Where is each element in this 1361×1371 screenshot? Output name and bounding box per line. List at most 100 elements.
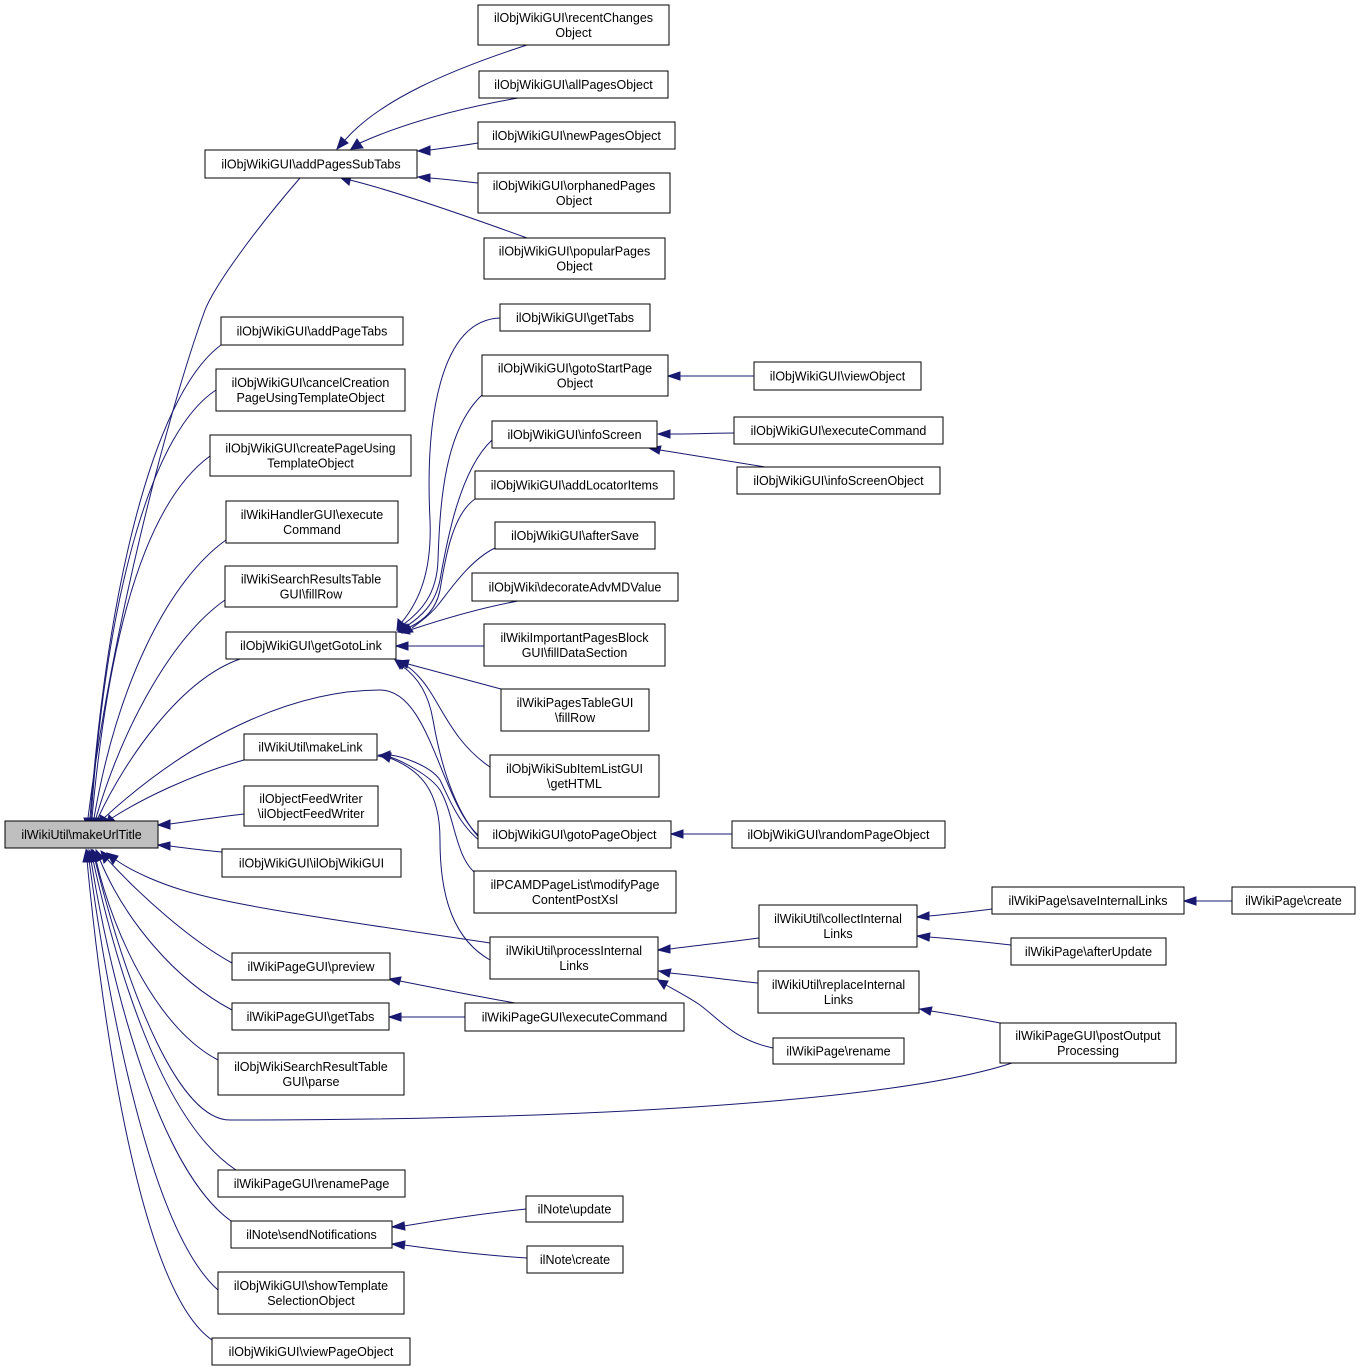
edge-arrowhead	[336, 136, 349, 151]
node-ilobjwikigui-randompageobject[interactable]: ilObjWikiGUI\randomPageObject	[731, 820, 946, 849]
node-label: TemplateObject	[267, 457, 354, 471]
node-label: Object	[556, 260, 593, 274]
node-ilobjwikigui-aftersave[interactable]: ilObjWikiGUI\afterSave	[494, 521, 656, 550]
node-label: ilWikiPageGUI\executeCommand	[482, 1011, 668, 1025]
edge-line	[409, 600, 519, 631]
edge-line	[429, 177, 479, 184]
node-ilobjwikigui-viewpageobject[interactable]: ilObjWikiGUI\viewPageObject	[211, 1337, 411, 1366]
node-ilobjwikigui-gettabs[interactable]: ilObjWikiGUI\getTabs	[499, 303, 651, 332]
node-ilobjwikigui-gotopageobject[interactable]: ilObjWikiGUI\gotoPageObject	[477, 820, 672, 849]
node-ilwikipagegui-preview[interactable]: ilWikiPageGUI\preview	[231, 952, 391, 981]
edge-line	[407, 663, 502, 690]
node-ilwikipage-rename[interactable]: ilWikiPage\rename	[772, 1037, 905, 1065]
node-ilobjwikigui-infoscreenobject[interactable]: ilObjWikiGUI\infoScreenObject	[736, 466, 941, 495]
node-ilobjwiki-decorateadvmdvalue[interactable]: ilObjWiki\decorateAdvMDValue	[471, 572, 679, 602]
node-label: \ilObjectFeedWriter	[258, 807, 365, 821]
node-ilobjwikigui-createpageusingtemplateobject[interactable]: ilObjWikiGUI\createPageUsingTemplateObje…	[209, 434, 412, 477]
node-label: ilObjWikiGUI\popularPages	[499, 245, 650, 259]
node-ilobjwikigui-getgotolink[interactable]: ilObjWikiGUI\getGotoLink	[225, 631, 397, 660]
node-ilnote-create[interactable]: ilNote\create	[526, 1245, 624, 1274]
node-ilobjwikigui-executecommand[interactable]: ilObjWikiGUI\executeCommand	[733, 416, 944, 445]
node-ilobjwikigui-viewobject[interactable]: ilObjWikiGUI\viewObject	[753, 361, 922, 391]
node-label: Links	[824, 993, 853, 1007]
node-ilwikipagegui-renamepage[interactable]: ilWikiPageGUI\renamePage	[217, 1169, 406, 1198]
node-box	[215, 368, 406, 412]
edge-arrowhead	[156, 819, 171, 830]
node-label: ilWikiPageGUI\renamePage	[234, 1177, 390, 1191]
node-ilwikipagegui-executecommand[interactable]: ilWikiPageGUI\executeCommand	[464, 1002, 685, 1032]
edge-arrowhead	[915, 911, 930, 921]
node-ilobjwikigui-addlocatoritems[interactable]: ilObjWikiGUI\addLocatorItems	[474, 470, 675, 500]
node-ilobjwikisubitemlistgui-gethtml[interactable]: ilObjWikiSubItemListGUI\getHTML	[489, 754, 660, 798]
edge-line	[97, 658, 241, 819]
node-label: ilObjWikiGUI\gotoPageObject	[493, 828, 657, 842]
node-label: ilObjWikiGUI\getTabs	[516, 311, 634, 325]
edge-line	[111, 759, 245, 819]
node-ilwikipage-saveinternallinks[interactable]: ilWikiPage\saveInternalLinks	[991, 886, 1185, 915]
node-ilobjectfeedwriter-ilobjectfeedwriter[interactable]: ilObjectFeedWriter\ilObjectFeedWriter	[243, 785, 379, 827]
edge-arrowhead	[390, 1240, 406, 1250]
node-label: Links	[823, 927, 852, 941]
node-box	[217, 1052, 405, 1096]
edge-arrowhead	[156, 841, 171, 851]
node-ilobjwikigui-infoscreen[interactable]: ilObjWikiGUI\infoScreen	[491, 420, 658, 449]
node-ilwikiutil-makelink[interactable]: ilWikiUtil\makeLink	[243, 733, 378, 761]
node-ilobjwikigui-cancelcreationpageusingtemplateobject[interactable]: ilObjWikiGUI\cancelCreationPageUsingTemp…	[215, 368, 406, 412]
edge-n31-to-n7	[396, 659, 491, 768]
node-box	[489, 936, 659, 980]
edge-arrowhead	[666, 371, 681, 381]
edge-n3-to-n0	[86, 389, 217, 832]
node-label: ilWikiUtil\makeLink	[258, 741, 363, 755]
edge-line	[92, 859, 237, 1171]
node-label: ilObjWikiGUI\infoScreen	[507, 428, 641, 442]
node-ilwikipage-afterupdate[interactable]: ilWikiPage\afterUpdate	[1010, 937, 1167, 966]
edge-n7-to-n0	[93, 658, 241, 832]
node-ilobjwikigui-newpagesobject[interactable]: ilObjWikiGUI\newPagesObject	[477, 121, 676, 150]
edge-n9-to-n0	[156, 813, 245, 830]
node-ilwikipage-create[interactable]: ilWikiPage\create	[1231, 886, 1356, 915]
node-ilobjwikigui-addpagetabs[interactable]: ilObjWikiGUI\addPageTabs	[220, 316, 404, 346]
node-label: ilNote\update	[538, 1203, 612, 1217]
node-label: ilWikiUtil\replaceInternal	[772, 978, 905, 992]
edge-n45-to-n42	[915, 908, 993, 921]
node-ilwikihandlergui-executecommand[interactable]: ilWikiHandlerGUI\executeCommand	[225, 500, 399, 544]
node-ilwikiutil-makeurltitle[interactable]: ilWikiUtil\makeUrlTitle	[4, 820, 159, 849]
node-label: ilWikiUtil\makeUrlTitle	[21, 828, 141, 842]
edge-n21-to-n1	[416, 173, 479, 184]
node-ilnote-sendnotifications[interactable]: ilNote\sendNotifications	[230, 1220, 393, 1249]
node-box	[499, 303, 651, 332]
edge-line	[403, 663, 491, 768]
edge-n20-to-n1	[416, 142, 479, 156]
node-ilwikipagestablegui-fillrow[interactable]: ilWikiPagesTableGUI\fillRow	[500, 688, 650, 732]
edge-line	[86, 859, 213, 1341]
edge-line	[389, 754, 491, 849]
node-ilnote-update[interactable]: ilNote\update	[525, 1195, 624, 1223]
edge-arrowhead	[1182, 896, 1197, 906]
edge-line	[429, 142, 479, 151]
node-label: ilObjWikiGUI\executeCommand	[751, 424, 927, 438]
edge-line	[669, 937, 760, 950]
node-ilwikiimportantpagesblockgui-filldatasection[interactable]: ilWikiImportantPagesBlockGUI\fillDataSec…	[483, 623, 666, 667]
edge-arrowhead	[416, 145, 431, 156]
edge-arrowhead	[394, 659, 406, 670]
node-ilobjwikigui-addpagessubtabs[interactable]: ilObjWikiGUI\addPagesSubTabs	[204, 149, 418, 179]
edge-line	[103, 689, 479, 836]
node-ilobjwikigui-allpagesobject[interactable]: ilObjWikiGUI\allPagesObject	[478, 70, 669, 99]
edge-n28-to-n7	[396, 600, 519, 635]
node-ilobjwikigui-ilobjwikigui[interactable]: ilObjWikiGUI\ilObjWikiGUI	[221, 848, 402, 878]
node-label: ilObjWikiGUI\afterSave	[511, 529, 639, 543]
edge-n42-to-n34	[656, 937, 760, 954]
node-ilwikipagegui-gettabs[interactable]: ilWikiPageGUI\getTabs	[231, 1002, 390, 1031]
